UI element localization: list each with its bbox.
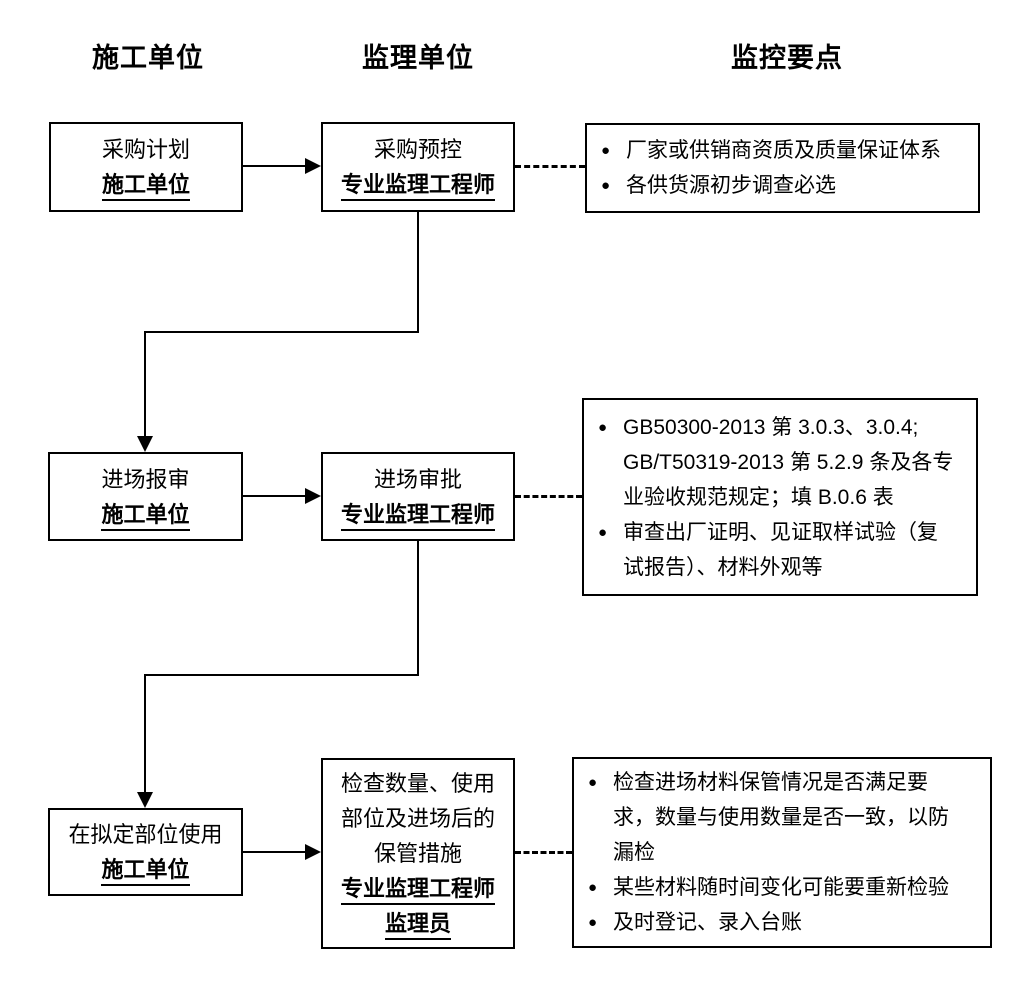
bullet-icon: ● (601, 177, 611, 194)
step1-flow-arrow-line (243, 165, 307, 167)
step1-flow-arrowhead-icon (305, 158, 321, 174)
step1-bullet-list: ● 厂家或供销商资质及质量保证体系 ● 各供货源初步调查必选 (601, 133, 968, 203)
step2-supervision-task: 进场审批 (373, 466, 462, 492)
step2-construction-role-text: 施工单位 (101, 500, 190, 531)
step2-flow-arrowhead-icon (305, 488, 321, 504)
step3-supervision-task: 部位及进场后的 (340, 806, 495, 831)
bullet-icon: ● (588, 914, 598, 931)
bullet-text: 试报告）、材料外观等 (623, 555, 823, 579)
step1-supervision-box: 采购预控 专业监理工程师 (321, 122, 515, 212)
step3-supervision-role-text: 监理员 (384, 909, 451, 940)
step3-flow-arrow-line (243, 851, 307, 853)
step2-supervision-box: 进场审批 专业监理工程师 (321, 452, 515, 541)
step3-supervision-role: 专业监理工程师 (340, 871, 495, 906)
step3-construction-box: 在拟定部位使用 施工单位 (48, 808, 243, 896)
step3-monitoring-box: ● 检查进场材料保管情况是否满足要 求，数量与使用数量是否一致，以防 漏检 ● … (572, 757, 992, 948)
step2-construction-title: 进场报审 (101, 466, 190, 492)
bullet-item: ● 及时登记、录入台账 (588, 905, 980, 940)
bullet-text: 及时登记、录入台账 (613, 911, 802, 934)
step3-bullet-list: ● 检查进场材料保管情况是否满足要 求，数量与使用数量是否一致，以防 漏检 ● … (588, 765, 980, 940)
bullet-item: ● 厂家或供销商资质及质量保证体系 (601, 133, 968, 168)
bullet-item: ● 某些材料随时间变化可能要重新检验 (588, 870, 980, 905)
bullet-text: 各供货源初步调查必选 (626, 174, 836, 197)
step3-dashed-connector (515, 851, 572, 854)
step1-construction-box: 采购计划 施工单位 (49, 122, 243, 212)
bullet-text: 漏检 (613, 841, 655, 864)
column-header-supervision-unit: 监理单位 (362, 43, 474, 73)
step3-construction-title: 在拟定部位使用 (68, 822, 223, 847)
bullet-icon: ● (588, 879, 598, 896)
step3-flow-arrowhead-icon (305, 844, 321, 860)
step2-supervision-role: 专业监理工程师 (340, 497, 495, 532)
connector-step2-step3-segment (144, 674, 419, 676)
bullet-icon: ● (588, 774, 598, 791)
bullet-text: 审查出厂证明、见证取样试验（复 (623, 520, 938, 544)
step3-supervision-box: 检查数量、使用 部位及进场后的 保管措施 专业监理工程师 监理员 (321, 758, 515, 949)
step2-flow-arrow-line (243, 495, 307, 497)
step1-construction-role: 施工单位 (101, 167, 190, 202)
step1-supervision-role-text: 专业监理工程师 (340, 170, 495, 201)
bullet-text: GB50300-2013 第 3.0.3、3.0.4; (623, 415, 919, 439)
bullet-icon: ● (598, 523, 608, 541)
step1-monitoring-box: ● 厂家或供销商资质及质量保证体系 ● 各供货源初步调查必选 (585, 123, 980, 213)
bullet-text: GB/T50319-2013 第 5.2.9 条及各专 (623, 450, 954, 474)
step1-dashed-connector (515, 165, 585, 168)
step3-supervision-task: 检查数量、使用 (340, 771, 495, 796)
bullet-item: ● 检查进场材料保管情况是否满足要 求，数量与使用数量是否一致，以防 漏检 (588, 765, 980, 870)
connector-step1-step2-arrowhead-icon (137, 436, 153, 452)
step2-construction-box: 进场报审 施工单位 (48, 452, 243, 541)
step1-construction-title: 采购计划 (101, 137, 190, 162)
step3-construction-role: 施工单位 (101, 852, 190, 887)
step1-supervision-task: 采购预控 (373, 137, 462, 162)
connector-step1-step2-segment (144, 331, 146, 438)
step2-construction-role: 施工单位 (101, 497, 190, 532)
step2-monitoring-box: ● GB50300-2013 第 3.0.3、3.0.4; GB/T50319-… (582, 398, 978, 596)
bullet-item: ● GB50300-2013 第 3.0.3、3.0.4; GB/T50319-… (598, 410, 966, 515)
connector-step2-step3-segment (144, 674, 146, 794)
step3-supervision-role: 监理员 (384, 906, 451, 941)
step3-construction-role-text: 施工单位 (101, 855, 190, 886)
connector-step2-step3-arrowhead-icon (137, 792, 153, 808)
column-header-construction-unit: 施工单位 (92, 43, 204, 73)
bullet-text: 业验收规范规定；填 B.0.6 表 (623, 485, 894, 509)
connector-step2-step3-segment (417, 541, 419, 676)
step3-supervision-role-text: 专业监理工程师 (340, 874, 495, 905)
step1-supervision-role: 专业监理工程师 (340, 167, 495, 202)
bullet-icon: ● (598, 418, 608, 436)
step2-dashed-connector (515, 495, 582, 498)
bullet-text: 检查进场材料保管情况是否满足要 (613, 771, 928, 794)
step2-bullet-list: ● GB50300-2013 第 3.0.3、3.0.4; GB/T50319-… (598, 410, 966, 585)
connector-step1-step2-segment (417, 212, 419, 333)
connector-step1-step2-segment (144, 331, 419, 333)
column-header-monitoring-points: 监控要点 (731, 43, 843, 73)
step1-construction-role-text: 施工单位 (101, 170, 190, 201)
bullet-text: 厂家或供销商资质及质量保证体系 (626, 139, 941, 162)
bullet-item: ● 各供货源初步调查必选 (601, 168, 968, 203)
step2-supervision-role-text: 专业监理工程师 (340, 500, 495, 531)
bullet-text: 某些材料随时间变化可能要重新检验 (613, 876, 949, 899)
bullet-item: ● 审查出厂证明、见证取样试验（复 试报告）、材料外观等 (598, 515, 966, 585)
step3-supervision-task: 保管措施 (373, 841, 462, 866)
bullet-text: 求，数量与使用数量是否一致，以防 (613, 806, 949, 829)
bullet-icon: ● (601, 142, 611, 159)
